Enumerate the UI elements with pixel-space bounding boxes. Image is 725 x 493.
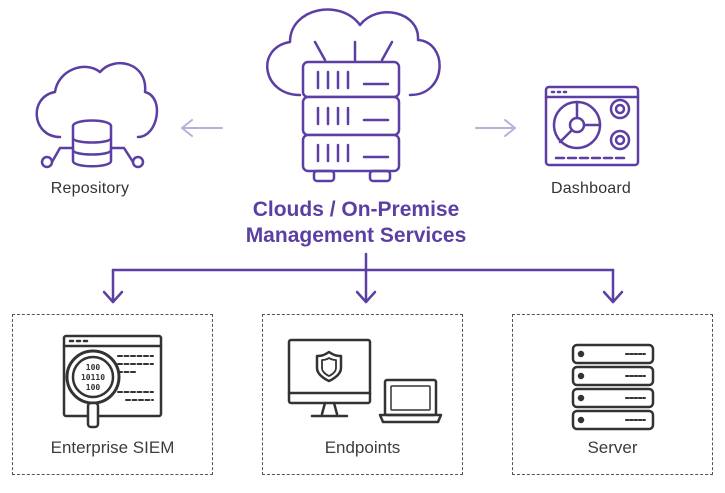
central-title-line-1: Clouds / On-Premise: [252, 198, 460, 221]
endpoints-box: [262, 314, 463, 475]
distribution-connector: [102, 252, 624, 304]
repository-label: Repository: [50, 180, 130, 197]
desktop-shield-icon: [287, 338, 372, 418]
magnifier-binary-line-1: 100: [85, 363, 101, 372]
server-box: [512, 314, 713, 475]
dashboard-label: Dashboard: [550, 180, 632, 197]
siem-monitor-icon: [62, 334, 163, 429]
endpoints-label: Endpoints: [324, 438, 401, 457]
arrow-to-repository: [181, 119, 223, 137]
server-label: Server: [587, 438, 638, 457]
siem-box: [12, 314, 213, 475]
cloud-server-icon: [266, 8, 441, 183]
central-title-line-2: Management Services: [245, 224, 467, 247]
magnifier-binary-line-3: 100: [85, 383, 101, 392]
magnifier-binary-line-2: 10110: [80, 373, 106, 382]
arrow-to-dashboard: [475, 119, 516, 137]
server-stack-icon: [571, 343, 655, 431]
siem-label: Enterprise SIEM: [50, 438, 175, 457]
repository-cloud-database-icon: [35, 62, 159, 169]
laptop-icon: [378, 378, 443, 424]
dashboard-icon: [544, 85, 640, 167]
